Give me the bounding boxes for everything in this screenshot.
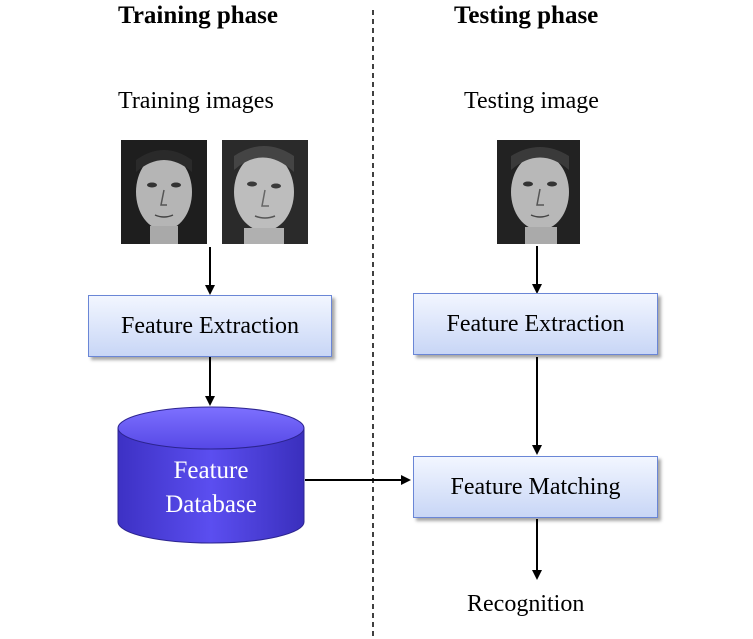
database-label-line1: Feature [173,457,249,484]
face-photo-icon [497,140,580,244]
feature-matching-box: Feature Matching [413,456,658,518]
database-cylinder-icon [117,406,305,544]
training-images-label: Training images [118,88,274,114]
recognition-label: Recognition [467,591,585,617]
testing-phase-title: Testing phase [454,2,599,29]
training-feature-extraction-box: Feature Extraction [88,295,332,357]
testing-image-label: Testing image [464,88,599,114]
face-photo-icon [121,140,207,244]
feature-database-label: Feature Database [118,454,304,522]
testing-feature-extraction-box: Feature Extraction [413,293,658,355]
training-phase-title: Training phase [118,2,278,29]
face-photo-icon [222,140,308,244]
database-label-line2: Database [165,491,257,518]
